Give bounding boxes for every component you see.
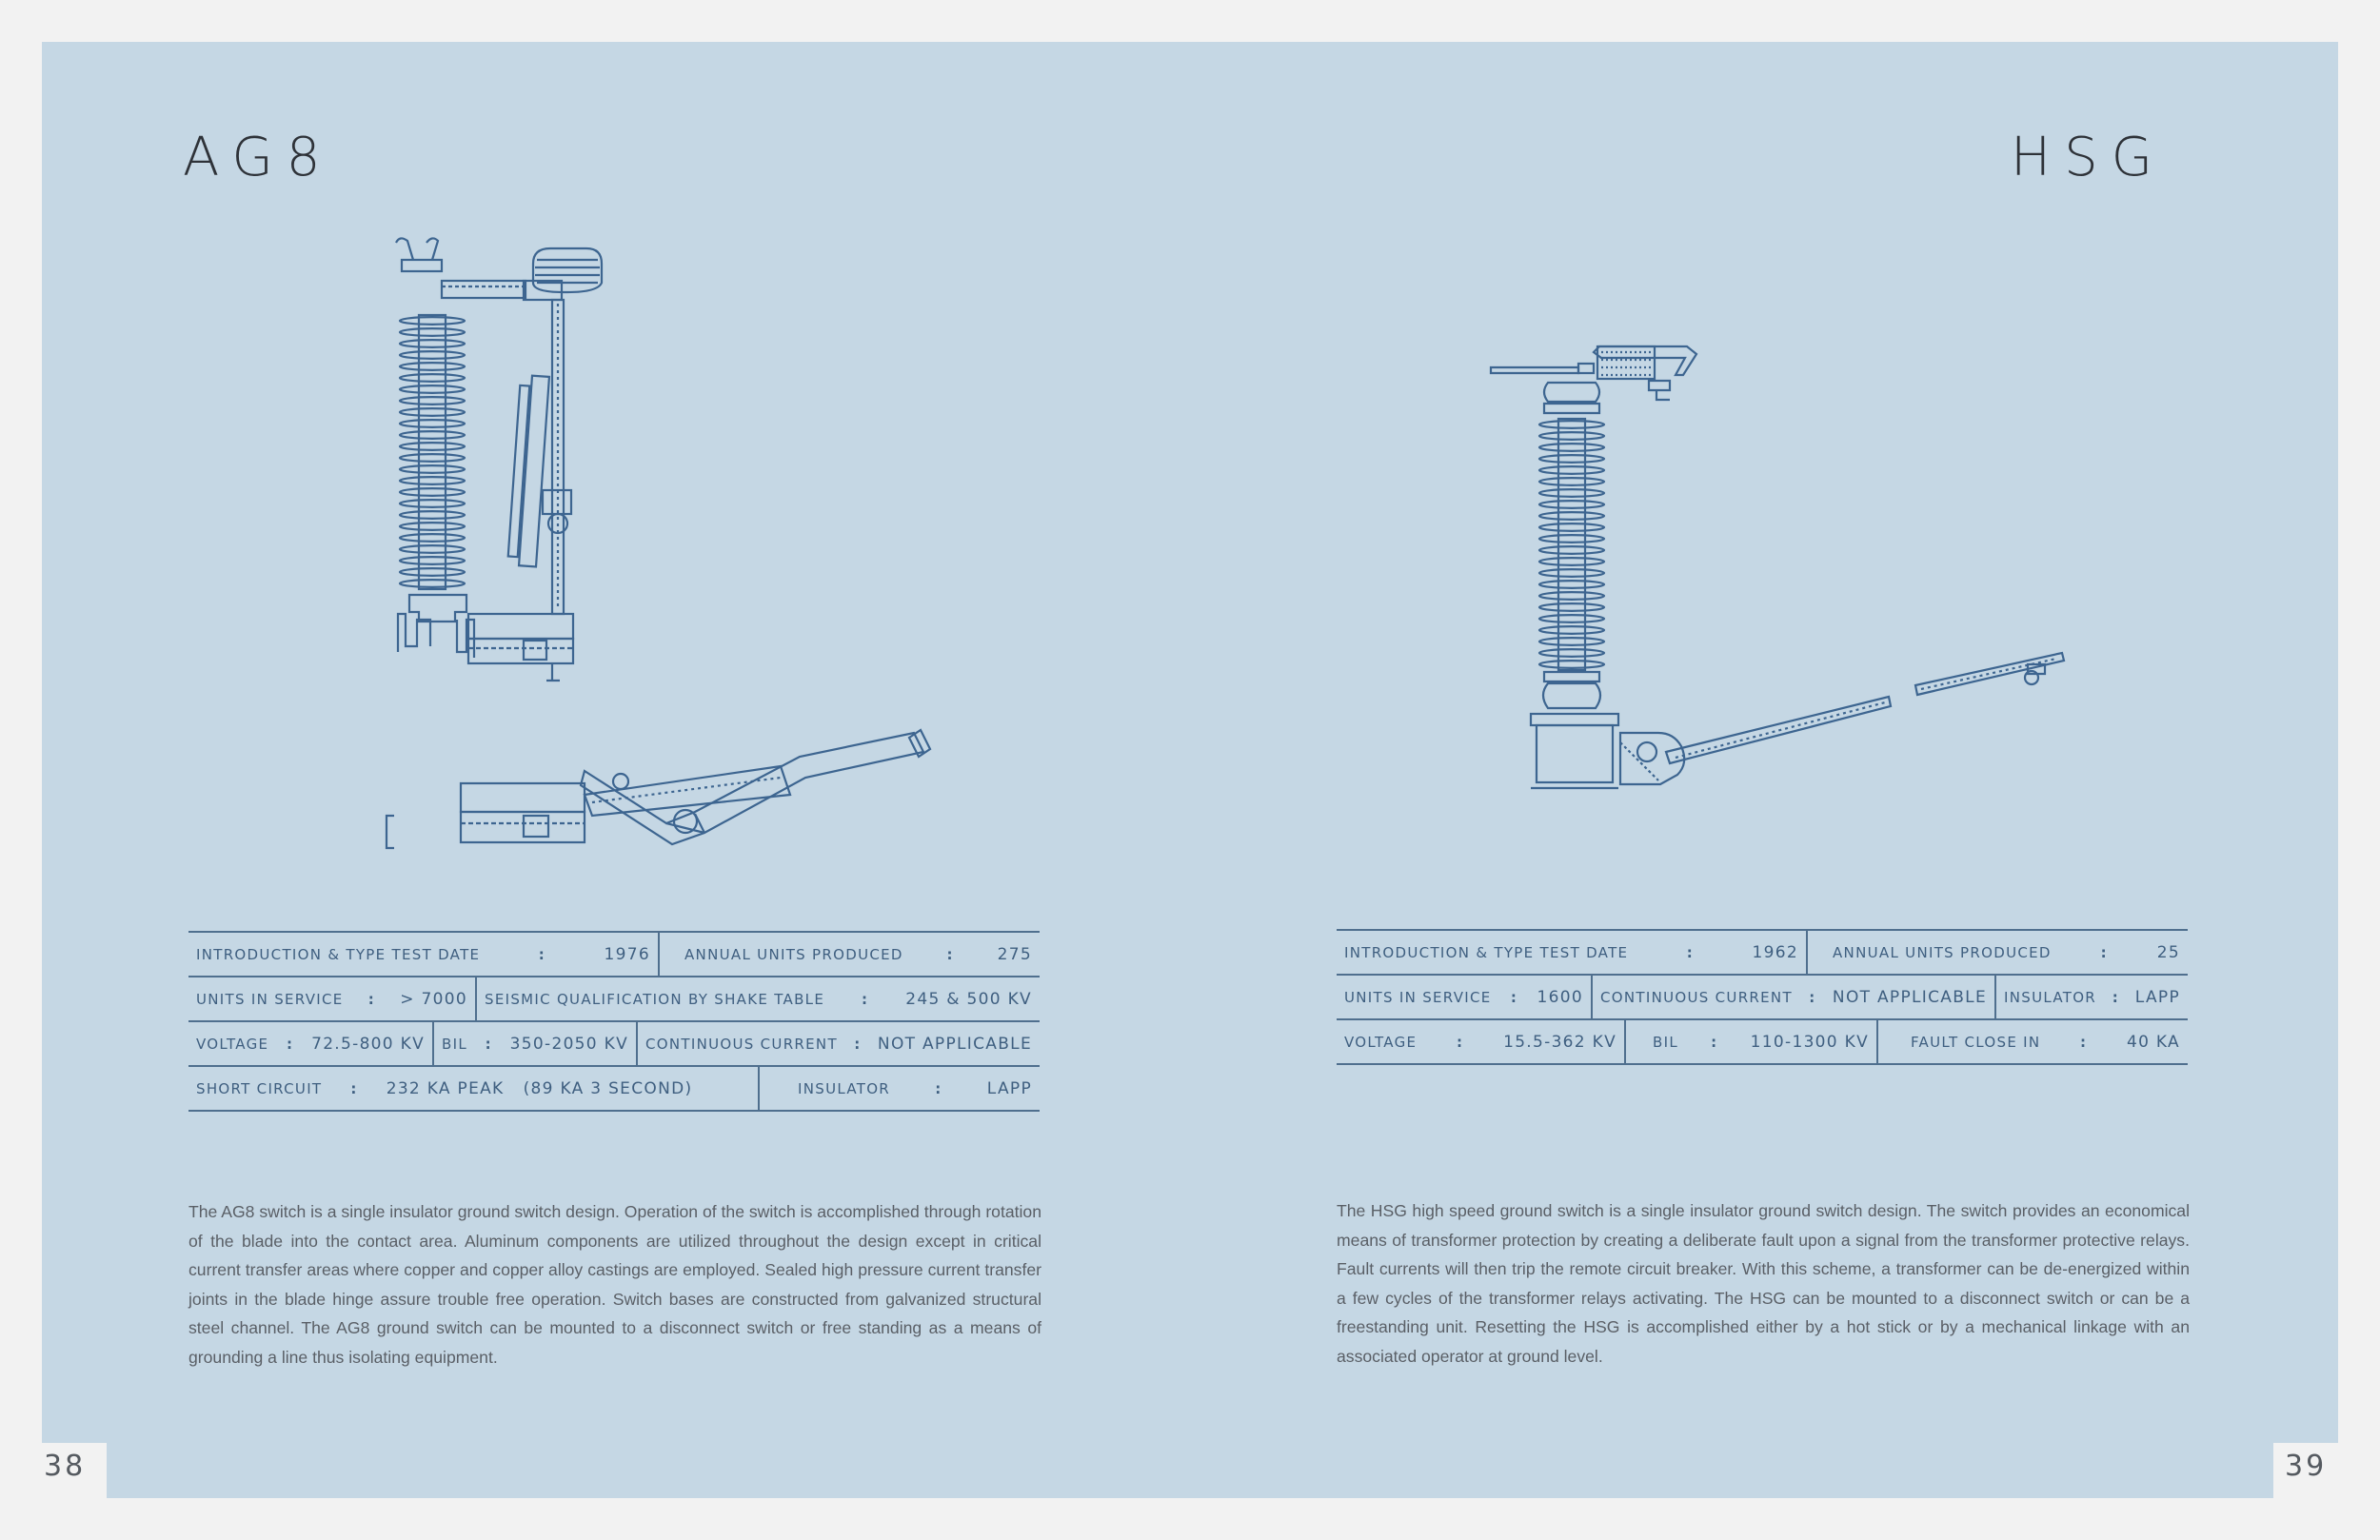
- spec-value: LAPP: [2134, 987, 2180, 1007]
- spec-value: 72.5-800 kV: [311, 1034, 425, 1054]
- right-page-number: 39: [2285, 1450, 2328, 1483]
- spec-row: Introduction & Type Test Date:1962 Annua…: [1337, 931, 2188, 976]
- spec-value: 245 & 500 kV: [905, 989, 1032, 1009]
- spec-cell: Voltage:72.5-800 kV: [196, 1034, 425, 1054]
- spec-cell: Units in Service:1600: [1344, 987, 1583, 1007]
- spec-cell: Annual Units Produced:275: [658, 933, 1040, 976]
- hsg-specifications-table: Introduction & Type Test Date:1962 Annua…: [1337, 929, 2188, 1065]
- spec-label: Fault Close In: [1911, 1033, 2041, 1051]
- spec-cell: Seismic Qualification by Shake Table:245…: [475, 977, 1040, 1020]
- spec-cell: Continuous Current:Not Applicable: [636, 1022, 1040, 1065]
- spec-label: Short Circuit: [196, 1079, 323, 1097]
- spec-cell: Short Circuit:232 kA Peak (89 kA 3 Secon…: [196, 1078, 693, 1098]
- spec-row: Voltage:72.5-800 kV BIL:350-2050 kV Cont…: [188, 1022, 1040, 1067]
- spec-label: BIL: [1653, 1033, 1678, 1051]
- spec-value: 1976: [604, 944, 650, 964]
- ag8-specifications-table: Introduction & Type Test Date:1976 Annua…: [188, 931, 1040, 1112]
- spec-label: Continuous Current: [1600, 988, 1793, 1006]
- spec-value: 232 kA Peak (89 kA 3 Second): [386, 1078, 693, 1098]
- spec-label: BIL: [442, 1035, 467, 1053]
- spec-label: Continuous Current: [645, 1035, 838, 1053]
- spec-row: Units in Service:> 7000 Seismic Qualific…: [188, 977, 1040, 1022]
- spec-label: Annual Units Produced: [684, 945, 903, 963]
- spec-cell: Insulator:LAPP: [1994, 976, 2188, 1018]
- spec-cell: Insulator:LAPP: [758, 1067, 1040, 1110]
- spec-cell: BIL:110-1300 kV: [1624, 1020, 1876, 1063]
- spec-cell: Units in Service:> 7000: [196, 989, 467, 1009]
- spec-value: 275: [997, 944, 1032, 964]
- spec-row: Introduction & Type Test Date:1976 Annua…: [188, 933, 1040, 977]
- spec-label: Units in Service: [196, 990, 344, 1008]
- spec-label: Introduction & Type Test Date: [1344, 943, 1629, 961]
- hsg-switch-illustration: [1485, 333, 2075, 809]
- right-corner-tab: [2273, 1443, 2338, 1498]
- left-corner-tab: [42, 1443, 107, 1498]
- spec-cell: BIL:350-2050 kV: [432, 1022, 636, 1065]
- spec-label: Insulator: [798, 1079, 891, 1097]
- spec-value: 25: [2156, 942, 2180, 962]
- spec-row: Units in Service:1600 Continuous Current…: [1337, 976, 2188, 1020]
- spec-cell: Introduction & Type Test Date:1976: [196, 944, 650, 964]
- spec-value: 110-1300 kV: [1750, 1032, 1869, 1052]
- spec-row: Short Circuit:232 kA Peak (89 kA 3 Secon…: [188, 1067, 1040, 1112]
- hsg-description: The HSG high speed ground switch is a si…: [1337, 1201, 2190, 1366]
- spec-label: Introduction & Type Test Date: [196, 945, 481, 963]
- spec-label: Annual Units Produced: [1833, 943, 2052, 961]
- spec-label: Insulator: [2004, 988, 2097, 1006]
- spec-value: > 7000: [400, 989, 467, 1009]
- spec-value: 40 kA: [2126, 1032, 2180, 1052]
- spec-label: Voltage: [1344, 1033, 1418, 1051]
- spec-cell: Continuous Current:Not Applicable: [1591, 976, 1994, 1018]
- ag8-switch-illustration: [381, 233, 952, 861]
- brochure-spread: [42, 42, 2338, 1498]
- spec-row: Voltage:15.5-362 kV BIL:110-1300 kV Faul…: [1337, 1020, 2188, 1065]
- left-page-number: 38: [44, 1450, 87, 1483]
- spec-value: LAPP: [986, 1078, 1032, 1098]
- spec-label: Voltage: [196, 1035, 269, 1053]
- spec-label: Seismic Qualification by Shake Table: [485, 990, 825, 1008]
- spec-value: 350-2050 kV: [509, 1034, 628, 1054]
- spec-cell: Introduction & Type Test Date:1962: [1344, 942, 1798, 962]
- ag8-description: The AG8 switch is a single insulator gro…: [188, 1202, 1041, 1367]
- spec-value: Not Applicable: [1832, 987, 1987, 1007]
- spec-value: Not Applicable: [877, 1034, 1032, 1054]
- left-page-title: AG8: [183, 127, 334, 188]
- spec-value: 1600: [1537, 987, 1583, 1007]
- spec-value: 1962: [1752, 942, 1798, 962]
- spec-cell: Fault Close In:40 kA: [1876, 1020, 2188, 1063]
- spec-value: 15.5-362 kV: [1503, 1032, 1616, 1052]
- spec-label: Units in Service: [1344, 988, 1492, 1006]
- spec-cell: Annual Units Produced:25: [1806, 931, 2188, 974]
- right-page-title: HSG: [2011, 127, 2167, 188]
- spec-cell: Voltage:15.5-362 kV: [1344, 1032, 1616, 1052]
